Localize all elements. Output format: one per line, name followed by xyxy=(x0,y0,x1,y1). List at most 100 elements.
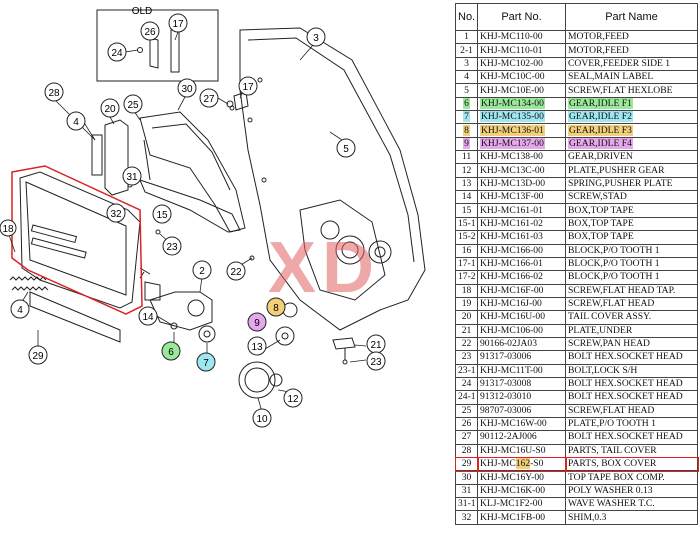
row-number: 31 xyxy=(455,483,478,499)
row-part-no: KHJ-MC16W-00 xyxy=(477,416,566,432)
row-number: 25 xyxy=(455,403,478,418)
row-number: 1 xyxy=(455,29,478,45)
row-number: 15 xyxy=(455,203,478,218)
row-part-no: KHJ-MC161-01 xyxy=(477,203,566,218)
row-part-no: KHJ-MC136-01 xyxy=(477,123,566,138)
row-part-name: WAVE WASHER T.C. xyxy=(565,497,698,512)
row-part-no: 90166-02JA03 xyxy=(477,336,566,352)
callout-27: 27 xyxy=(199,88,219,108)
svg-text:29: 29 xyxy=(32,351,44,362)
svg-text:9: 9 xyxy=(254,318,260,329)
row-part-no: KHJ-MC166-01 xyxy=(477,256,566,272)
row-part-no: KHJ-MC106-00 xyxy=(477,323,566,338)
callout-23-bottom: 23 xyxy=(366,351,386,371)
svg-text:24: 24 xyxy=(111,48,123,59)
callout-7: 7 xyxy=(196,352,216,372)
callout-4-top: 4 xyxy=(66,111,86,131)
row-part-no: KLJ-MC1F2-00 xyxy=(477,497,566,512)
callout-32: 32 xyxy=(106,203,126,223)
svg-text:4: 4 xyxy=(17,305,23,316)
box-cover-highlight xyxy=(11,165,143,315)
row-number: 24 xyxy=(455,376,478,392)
svg-text:4: 4 xyxy=(73,117,79,128)
svg-text:27: 27 xyxy=(203,94,215,105)
row-number: 17-2 xyxy=(455,270,478,285)
old-label: OLD xyxy=(132,6,153,17)
main-label-seal-upper xyxy=(91,134,103,176)
row-part-no: KHJ-MC16K-00 xyxy=(477,483,566,499)
watermark: XD xyxy=(268,228,380,308)
row-part-no: 98707-03006 xyxy=(477,403,566,418)
old-screw xyxy=(137,47,143,53)
row-number: 31-1 xyxy=(455,497,478,512)
callout-1: 1 xyxy=(241,352,247,363)
row-part-name: SCREW,FLAT HEXLOBE xyxy=(565,83,698,98)
callout-21: 21 xyxy=(366,334,386,354)
row-part-no: KHJ-MC1FB-00 xyxy=(477,510,566,525)
svg-text:8: 8 xyxy=(273,303,279,314)
row-number: 5 xyxy=(455,83,478,98)
svg-text:22: 22 xyxy=(230,267,242,278)
row-part-no: KHJ-MC162-S0 xyxy=(476,456,567,472)
row-part-no: KHJ-MC110-00 xyxy=(477,29,566,45)
row-part-name: POLY WASHER 0.13 xyxy=(565,483,698,499)
row-part-name: PARTS, BOX COVER xyxy=(564,456,699,472)
row-part-no: 91317-03006 xyxy=(477,350,566,365)
row-number: 13 xyxy=(455,176,478,192)
box-cover-panel xyxy=(19,171,141,309)
svg-text:7: 7 xyxy=(203,358,209,369)
row-number: 28 xyxy=(455,443,478,459)
row-part-no: KHJ-MC16U-00 xyxy=(477,310,566,325)
svg-text:30: 30 xyxy=(181,84,193,95)
row-part-no: KHJ-MC16F-00 xyxy=(477,283,566,298)
row-number: 15-1 xyxy=(455,216,478,232)
row-number: 2-1 xyxy=(455,43,478,58)
row-part-name: SHIM,0.3 xyxy=(565,510,698,525)
gear-driven xyxy=(238,361,276,399)
row-part-name: SEAL,MAIN LABEL xyxy=(565,70,698,85)
svg-text:6: 6 xyxy=(168,347,174,358)
row-part-no: KHJ-MC166-00 xyxy=(477,243,566,258)
row-part-no: KHJ-MC161-03 xyxy=(477,230,566,245)
svg-text:15: 15 xyxy=(156,210,168,221)
row-part-name: SCREW,STAD xyxy=(565,190,698,205)
callout-24: 24 xyxy=(107,42,127,62)
row-part-no: KHJ-MC10C-00 xyxy=(477,70,566,85)
callout-17: 17 xyxy=(238,76,258,96)
row-part-no: KHJ-MC10E-00 xyxy=(477,83,566,98)
old-tooth-plate xyxy=(149,37,159,69)
row-number: 29 xyxy=(454,456,479,472)
callout-31: 31 xyxy=(122,166,142,186)
header-no: No. xyxy=(455,3,478,31)
gear-idle-f2 xyxy=(198,325,216,343)
row-number: 15-2 xyxy=(455,230,478,245)
svg-text:14: 14 xyxy=(142,312,154,323)
row-number: 23-1 xyxy=(455,363,478,378)
exploded-parts-diagram: XD OLD 3 5 17 20 xyxy=(0,6,426,428)
row-part-name: BLOCK,P/O TOOTH 1 xyxy=(565,270,698,285)
row-number: 22 xyxy=(455,336,478,352)
callout-6: 6 xyxy=(161,341,181,361)
row-number: 4 xyxy=(455,70,478,85)
row-part-name: SCREW,FLAT HEAD xyxy=(565,296,698,312)
svg-text:17: 17 xyxy=(172,19,184,30)
callout-2: 2 xyxy=(192,260,212,280)
svg-text:3: 3 xyxy=(313,33,319,44)
row-part-name: BOLT HEX.SOCKET HEAD xyxy=(565,430,698,445)
